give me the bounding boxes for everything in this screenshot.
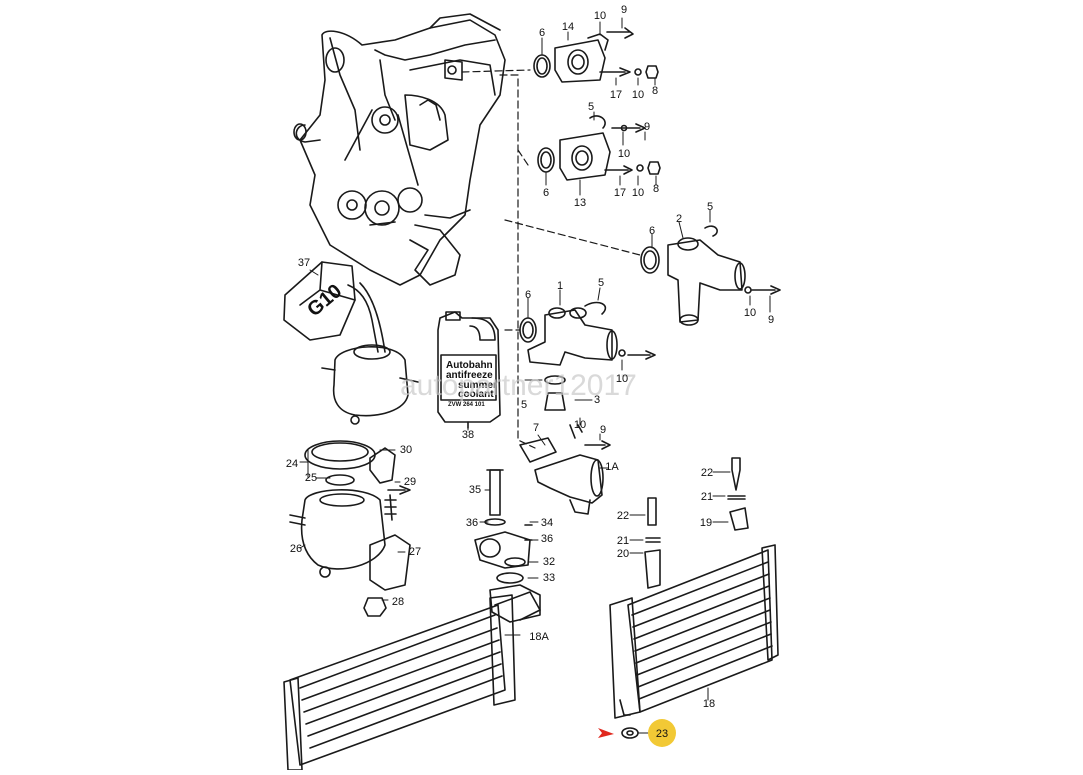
highlight-arrow <box>555 728 614 738</box>
part-label-26: 26 <box>290 543 302 555</box>
jug-line-1: Autobahn <box>446 360 493 371</box>
part-label-13: 13 <box>574 197 586 209</box>
part-label-10: 10 <box>632 187 644 199</box>
part-label-18: 18 <box>703 698 715 710</box>
part-label-33: 33 <box>543 572 555 584</box>
part-label-37: 37 <box>298 257 310 269</box>
expansion-tank-upper <box>321 344 419 425</box>
part-label-5: 5 <box>521 399 527 411</box>
part-label-5: 5 <box>598 277 604 289</box>
engine-block <box>293 13 506 286</box>
part-label-23: 23 <box>656 728 668 740</box>
part-label-10: 10 <box>594 10 606 22</box>
part-label-8: 8 <box>652 85 658 97</box>
jug-line-3: summer <box>458 380 497 391</box>
part-label-22: 22 <box>701 467 713 479</box>
radiator-18a <box>283 591 541 771</box>
radiator-bolts <box>644 457 749 589</box>
part-label-30: 30 <box>400 444 412 456</box>
part-label-9: 9 <box>621 4 627 16</box>
part-label-6: 6 <box>649 225 655 237</box>
gasket-5-3 <box>544 375 566 411</box>
part-label-21: 21 <box>617 535 629 547</box>
part-label-9: 9 <box>600 424 606 436</box>
part-label-9: 9 <box>768 314 774 326</box>
leader-lines <box>299 17 771 734</box>
part-label-17: 17 <box>610 89 622 101</box>
part-label-29: 29 <box>404 476 416 488</box>
reservoir-label: G10 <box>303 280 346 321</box>
jug-label: Autobahn antifreeze summer coolant ZVW 2… <box>446 360 497 408</box>
highlight-circle <box>648 719 676 747</box>
flange-14 <box>533 27 659 83</box>
part-label-20: 20 <box>617 548 629 560</box>
part-label-24: 24 <box>286 458 298 470</box>
part-label-35: 35 <box>469 484 481 496</box>
fitting-1a <box>519 424 611 515</box>
antifreeze-container-37 <box>283 261 386 353</box>
part-label-21: 21 <box>701 491 713 503</box>
part-label-34: 34 <box>541 517 553 529</box>
radiator-18 <box>609 544 779 739</box>
jug-line-5: ZVW 264 101 <box>448 402 485 408</box>
jug-line-4: coolant <box>458 389 494 400</box>
part-label-5: 5 <box>707 201 713 213</box>
part-label-2: 2 <box>676 213 682 225</box>
part-label-32: 32 <box>543 556 555 568</box>
part-label-5: 5 <box>588 101 594 113</box>
part-label-3: 3 <box>594 394 600 406</box>
part-label-6: 6 <box>525 289 531 301</box>
thermostat-housing <box>474 469 541 623</box>
part-label-6: 6 <box>539 27 545 39</box>
part-label-25: 25 <box>305 472 317 484</box>
part-label-19: 19 <box>700 517 712 529</box>
part-label-1: 1 <box>557 280 563 292</box>
part-label-17: 17 <box>614 187 626 199</box>
part-label-36: 36 <box>466 517 478 529</box>
part-label-7: 7 <box>533 422 539 434</box>
watermark: autopartner12017 <box>400 369 637 402</box>
part-label-14: 14 <box>562 21 574 33</box>
part-label-38: 38 <box>462 429 474 441</box>
jug-line-2: antifreeze <box>446 370 493 381</box>
part-label-18a: 18A <box>529 631 549 643</box>
part-label-10: 10 <box>618 148 630 160</box>
part-label-36: 36 <box>541 533 553 545</box>
fitting-2 <box>640 225 781 326</box>
part-label-28: 28 <box>392 596 404 608</box>
antifreeze-jug-38 <box>437 311 501 429</box>
part-label-10: 10 <box>744 307 756 319</box>
expansion-tank-lower <box>289 440 411 617</box>
part-label-22: 22 <box>617 510 629 522</box>
part-label-27: 27 <box>409 546 421 558</box>
part-label-10: 10 <box>574 419 586 431</box>
part-label-10: 10 <box>632 89 644 101</box>
part-label-9: 9 <box>644 121 650 133</box>
part-label-1a: 1A <box>605 461 619 473</box>
flange-13 <box>537 115 661 181</box>
part-label-10: 10 <box>616 373 628 385</box>
part-label-6: 6 <box>543 187 549 199</box>
part-label-8: 8 <box>653 183 659 195</box>
fitting-1 <box>519 301 656 366</box>
